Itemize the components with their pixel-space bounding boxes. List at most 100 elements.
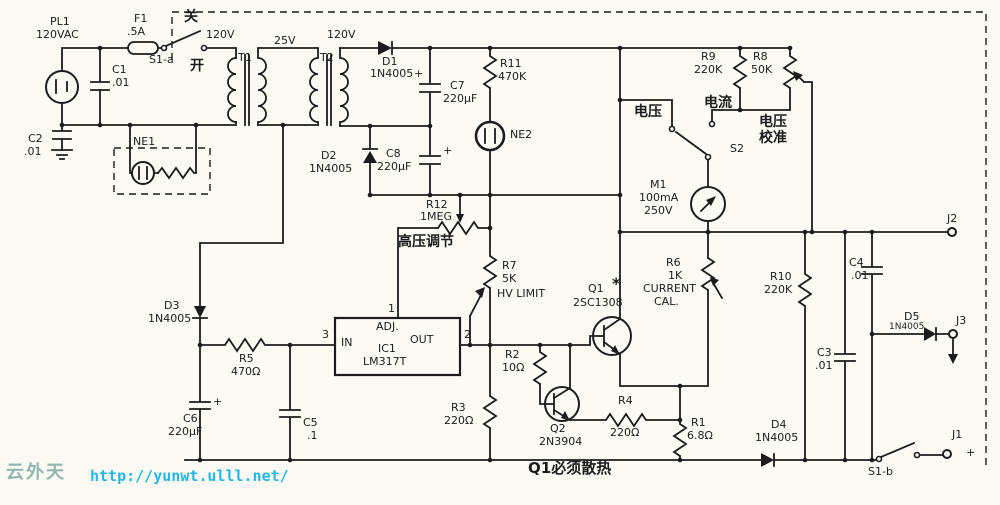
- label-j3: J3: [956, 314, 967, 327]
- label-current-mode: 电流: [704, 95, 732, 111]
- d3-triangle: [194, 306, 206, 318]
- label-d2: D2: [321, 149, 337, 162]
- label-r4-value: 220Ω: [610, 426, 640, 439]
- label-ic1-pin3: 3: [322, 328, 329, 341]
- plug-symbol: [45, 70, 79, 104]
- s1a-contact-right: [200, 44, 208, 52]
- label-c6-plus: +: [213, 395, 223, 408]
- label-ne2: NE2: [510, 128, 533, 141]
- label-j1: J1: [952, 428, 963, 441]
- label-c1-value: .01: [112, 76, 130, 89]
- label-j1-plus: +: [966, 446, 976, 459]
- label-t2: T2: [320, 51, 334, 64]
- label-ic1-value: LM317T: [363, 355, 407, 368]
- label-r10-value: 220K: [764, 283, 793, 296]
- fuse-symbol: [127, 41, 159, 55]
- label-r4: R4: [618, 394, 633, 407]
- label-c4: C4: [849, 256, 864, 269]
- label-d4-value: 1N4005: [755, 431, 799, 444]
- label-c2: C2: [28, 132, 43, 145]
- r7-wiper-arrow: [475, 287, 485, 298]
- label-r7-value: 5K: [502, 272, 517, 285]
- label-c6: C6: [183, 412, 198, 425]
- label-heatsink-note: Q1必须散热: [528, 459, 612, 477]
- wires-rectifier: [339, 41, 791, 320]
- ne2-electrodes: [484, 128, 496, 144]
- label-r6: R6: [666, 256, 681, 269]
- label-s2: S2: [730, 142, 744, 155]
- m1-needle-arrow: [706, 196, 716, 206]
- label-d3-value: 1N4005: [148, 312, 192, 325]
- label-hv-adjust: 高压调节: [398, 234, 454, 250]
- label-m1: M1: [650, 178, 667, 191]
- label-r12-value: 1MEG: [420, 210, 452, 223]
- label-r3: R3: [451, 401, 466, 414]
- q2-internals: [544, 386, 572, 422]
- s2-contact-voltage: [668, 125, 676, 133]
- watermark-name: 云外天: [6, 462, 66, 483]
- label-r10: R10: [770, 270, 792, 283]
- label-ic1: IC1: [378, 342, 396, 355]
- label-volt-cal1: 电压: [759, 114, 787, 130]
- label-r2: R2: [505, 348, 520, 361]
- dashed-enclosure: [113, 11, 987, 470]
- label-t1: T1: [238, 51, 252, 64]
- label-c3-value: .01: [815, 359, 833, 372]
- label-c7-plus: +: [414, 67, 424, 80]
- label-f1: F1: [134, 12, 148, 25]
- label-r12: R12: [426, 198, 448, 211]
- label-r9: R9: [701, 50, 716, 63]
- ne1-electrodes: [138, 166, 148, 180]
- label-ic1-pin1: 1: [388, 302, 395, 315]
- label-c7-value: 220µF: [443, 92, 478, 105]
- plug-prongs: [55, 79, 68, 94]
- s1b-contact-left: [875, 455, 883, 463]
- label-q2: Q2: [550, 422, 566, 435]
- label-c6-value: 220µF: [168, 425, 203, 438]
- label-c3: C3: [817, 346, 832, 359]
- diode-and-arrow-fills: [194, 41, 958, 467]
- wires-output-meter: [184, 47, 954, 467]
- d4-triangle: [761, 453, 774, 467]
- label-r6-label2: CAL.: [654, 295, 679, 308]
- label-r6-value: 1K: [668, 269, 683, 282]
- q2-emitter-arrow: [561, 411, 570, 421]
- wires-ac-input: [51, 29, 237, 180]
- label-r1-value: 6.8Ω: [687, 429, 713, 442]
- ne1-lamp: [131, 161, 155, 185]
- d2-triangle: [363, 151, 377, 163]
- label-c5-value: .1: [307, 429, 318, 442]
- wire-layer: [51, 29, 954, 467]
- q1-internals: [592, 317, 622, 356]
- r12-wiper-arrow: [456, 214, 464, 223]
- label-c8-plus: +: [443, 144, 453, 157]
- label-t2-voltage: 120V: [327, 28, 356, 41]
- wires-transformers: [227, 47, 349, 127]
- label-r6-label1: CURRENT: [643, 282, 696, 295]
- label-ic1-pin2: 2: [464, 328, 471, 341]
- label-pl1: PL1: [50, 15, 70, 28]
- label-c2-value: .01: [24, 145, 42, 158]
- watermark-url: http://yunwt.ulll.net/: [90, 467, 289, 485]
- label-f1-value: .5A: [127, 25, 146, 38]
- label-q1-value: 2SC1308: [573, 296, 623, 309]
- label-c1: C1: [112, 63, 127, 76]
- label-c4-value: .01: [851, 269, 869, 282]
- label-r7: R7: [502, 259, 517, 272]
- label-c8: C8: [386, 147, 401, 160]
- r8-wiper-arrow: [793, 71, 803, 81]
- j1-jack: [942, 449, 952, 459]
- label-r8: R8: [753, 50, 768, 63]
- label-s1a: S1-a: [149, 53, 174, 66]
- r6-wiper-arrow: [710, 277, 719, 286]
- label-q1-star: *: [612, 274, 621, 293]
- label-j2: J2: [947, 212, 958, 225]
- label-ic1-out: OUT: [410, 333, 434, 346]
- label-c7: C7: [450, 79, 465, 92]
- j2-jack: [947, 227, 957, 237]
- label-r9-value: 220K: [694, 63, 723, 76]
- label-r7-label: HV LIMIT: [497, 287, 546, 300]
- label-c5: C5: [303, 416, 318, 429]
- label-r8-value: 50K: [751, 63, 773, 76]
